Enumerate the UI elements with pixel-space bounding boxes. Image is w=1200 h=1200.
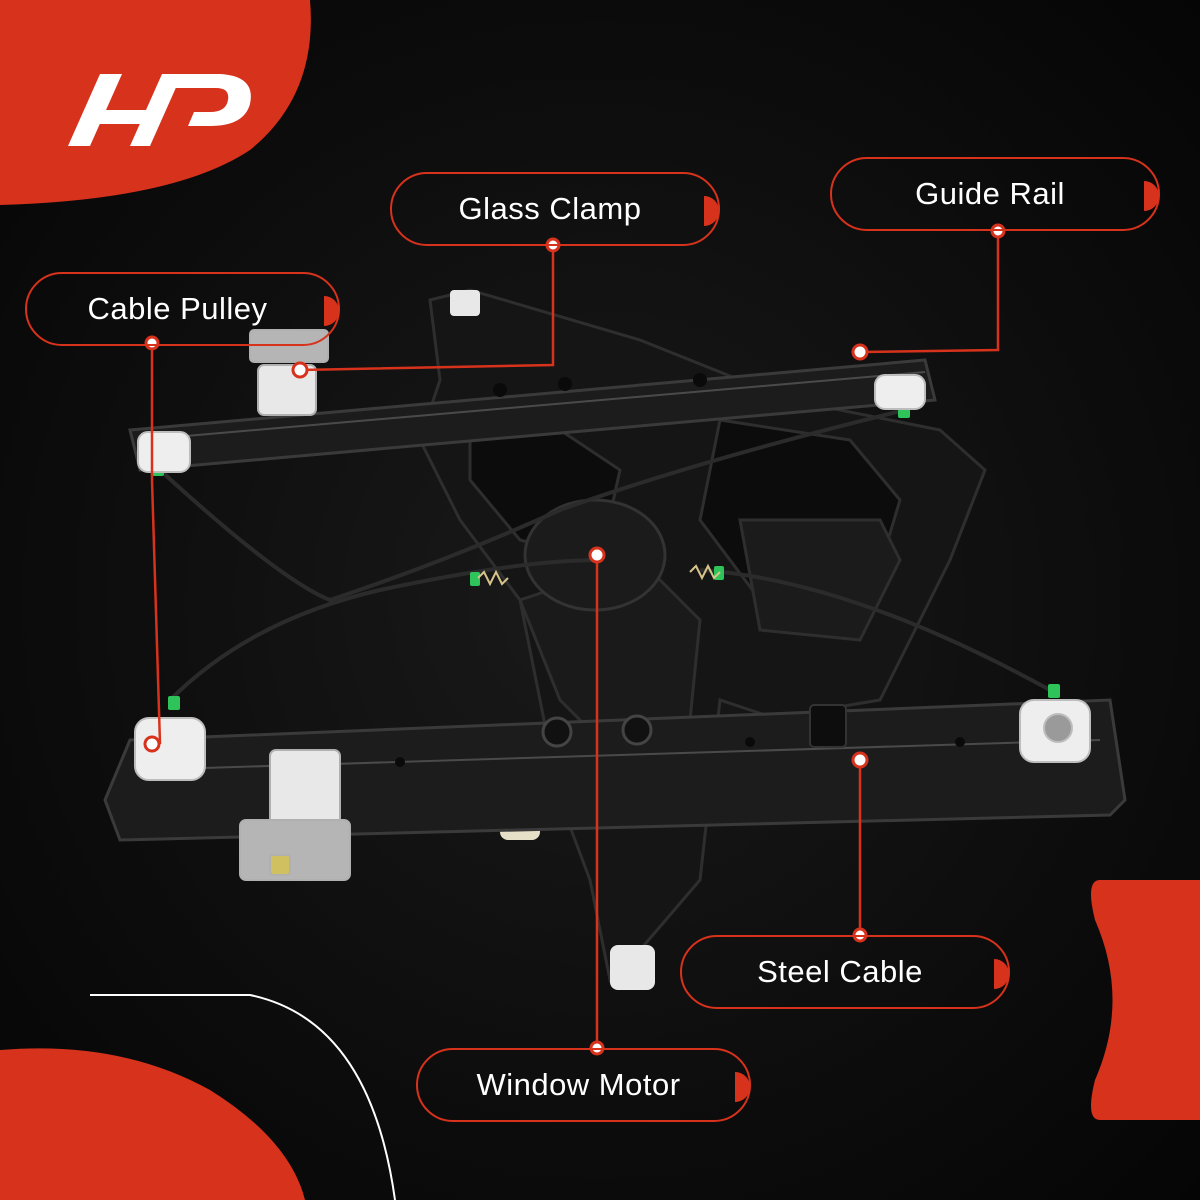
callout-window-motor-label: Window Motor bbox=[476, 1067, 681, 1102]
top-guide-rail bbox=[128, 358, 937, 472]
half-circle-icon bbox=[1144, 181, 1159, 211]
corner-decoration-right bbox=[1091, 880, 1200, 1120]
steel-cable bbox=[158, 408, 1051, 702]
callout-window-motor: Window Motor bbox=[416, 1048, 751, 1122]
callout-guide-rail: Guide Rail bbox=[830, 157, 1160, 231]
corner-decoration-bottom-left bbox=[0, 994, 396, 1200]
callout-glass-clamp-label: Glass Clamp bbox=[458, 191, 642, 226]
brand-logo bbox=[68, 74, 251, 146]
bottom-guide-rail bbox=[103, 698, 1127, 842]
callout-steel-cable: Steel Cable bbox=[680, 935, 1010, 1009]
leader-lines bbox=[150, 231, 1000, 1048]
half-circle-icon bbox=[704, 196, 719, 226]
half-circle-icon bbox=[324, 296, 339, 326]
callout-steel-cable-label: Steel Cable bbox=[757, 954, 923, 989]
half-circle-icon bbox=[735, 1072, 750, 1102]
callout-glass-clamp: Glass Clamp bbox=[390, 172, 720, 246]
callout-cable-pulley: Cable Pulley bbox=[25, 272, 340, 346]
half-circle-icon bbox=[994, 959, 1009, 989]
cable-pulleys bbox=[134, 374, 1091, 781]
callout-cable-pulley-label: Cable Pulley bbox=[87, 291, 268, 326]
callout-guide-rail-label: Guide Rail bbox=[915, 176, 1065, 211]
